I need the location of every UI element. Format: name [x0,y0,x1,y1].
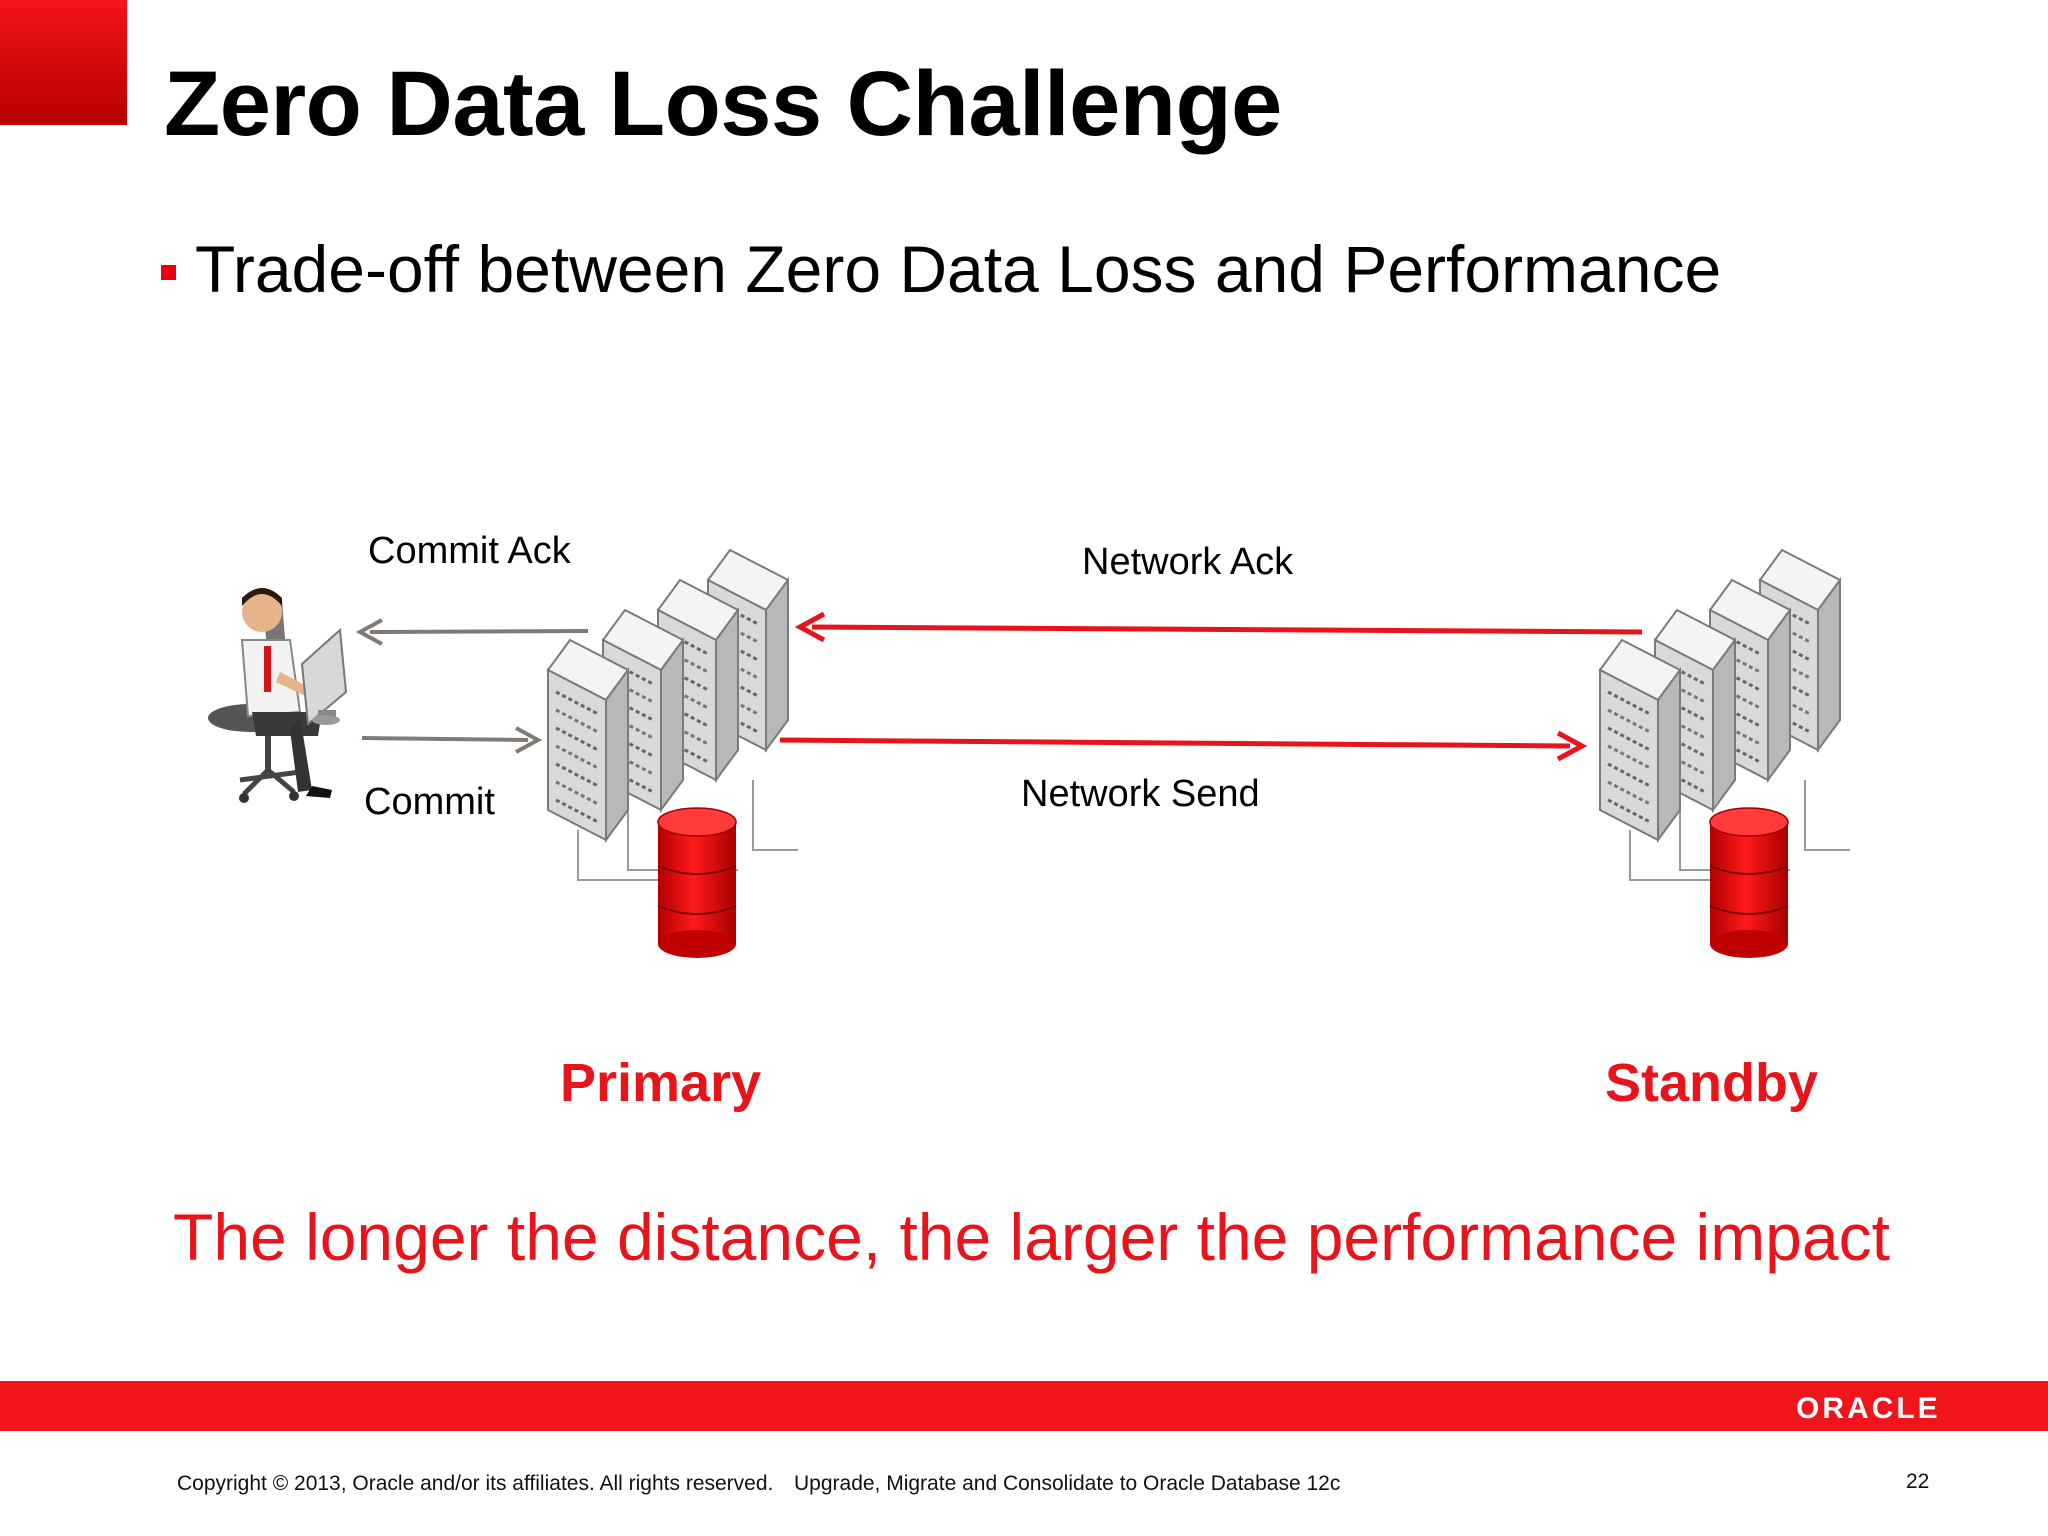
bullet-marker [161,265,176,280]
slide-title: Zero Data Loss Challenge [164,53,1282,155]
standby-label: Standby [1605,1053,1819,1113]
commit-ack-arrow [355,618,589,646]
presentation-title: Upgrade, Migrate and Consolidate to Orac… [794,1472,1341,1495]
network-ack-label: Network Ack [1082,541,1294,583]
primary-database-icon [657,807,737,959]
footer-bar [0,1381,2048,1431]
oracle-logo: ORACLE [1796,1392,1941,1425]
bullet-text: Trade-off between Zero Data Loss and Per… [195,232,1722,306]
commit-ack-label: Commit Ack [368,530,571,572]
network-ack-arrow [794,611,1643,643]
page-number: 22 [1906,1470,1930,1493]
standby-database-icon [1709,807,1789,959]
commit-arrow [361,726,543,754]
network-send-label: Network Send [1021,773,1260,815]
user-at-computer-icon [208,588,348,803]
copyright-text: Copyright © 2013, Oracle and/or its affi… [177,1472,774,1495]
brand-corner-block [0,0,127,125]
performance-impact-callout: The longer the distance, the larger the … [173,1200,1890,1274]
network-send-arrow [779,730,1588,762]
primary-label: Primary [560,1053,762,1113]
commit-label: Commit [364,781,495,823]
